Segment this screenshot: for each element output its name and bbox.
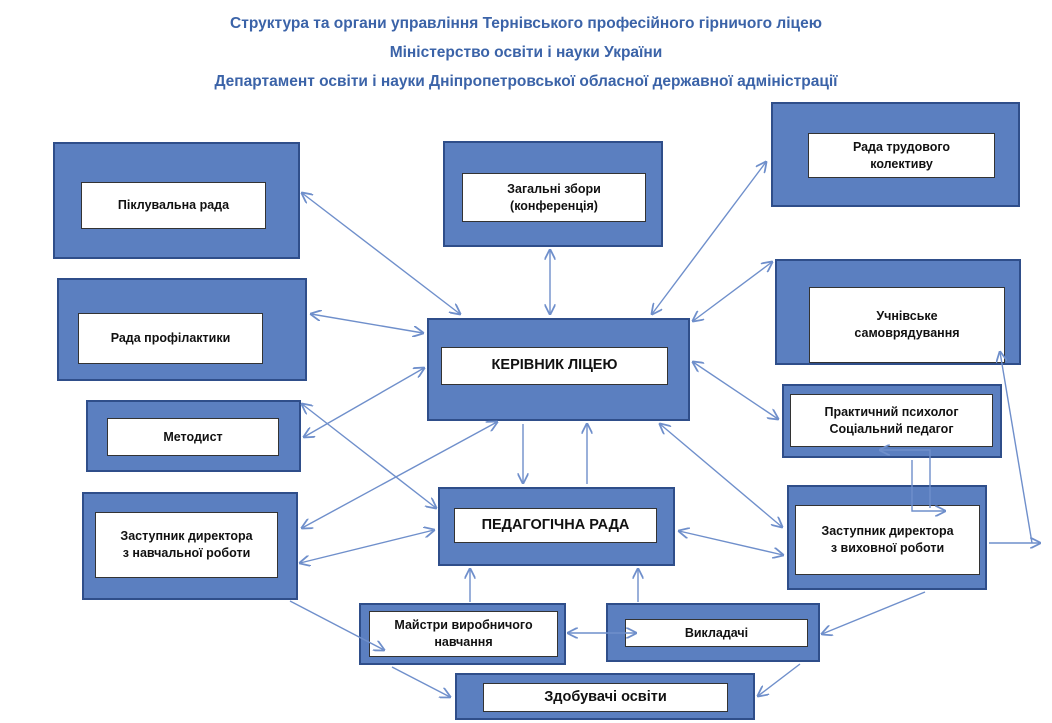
- arrow-masters-students: [391, 666, 450, 697]
- masters-box: Майстри виробничого навчання: [359, 603, 566, 665]
- arrow-director-psychologist: [693, 362, 778, 419]
- deputy-upbringing-box: Заступник директора з виховної роботи: [787, 485, 987, 590]
- arrow-deputy-edu-masters: [289, 600, 384, 650]
- arrow-director-prevention: [311, 314, 423, 333]
- teachers-box: Викладачі: [606, 603, 820, 662]
- arrow-director-labor: [652, 162, 766, 314]
- title-line-3: Департамент освіти і науки Дніпропетровс…: [214, 73, 838, 90]
- arrow-director-students-gov: [693, 262, 772, 321]
- deputy-education-box: Заступник директора з навчальної роботи: [82, 492, 298, 600]
- general-meeting-label: Загальні збори (конференція): [462, 173, 646, 222]
- masters-label: Майстри виробничого навчання: [369, 611, 558, 657]
- arrow-council-deputy-upbr: [679, 531, 783, 555]
- students-box: Здобувачі освіти: [455, 673, 755, 720]
- teachers-label: Викладачі: [625, 619, 808, 647]
- psychologist-label: Практичний психолог Соціальний педагог: [790, 394, 993, 447]
- arrow-director-trustees: [302, 193, 460, 314]
- students-label: Здобувачі освіти: [483, 683, 728, 712]
- deputy-education-label: Заступник директора з навчальної роботи: [95, 512, 278, 578]
- arrow-teachers-students: [758, 663, 801, 696]
- director-label: КЕРІВНИК ЛІЦЕЮ: [441, 347, 668, 385]
- title-line-1: Структура та органи управління Тернівськ…: [230, 15, 822, 32]
- methodist-label: Методист: [107, 418, 279, 456]
- director-box: КЕРІВНИК ЛІЦЕЮ: [427, 318, 690, 421]
- labor-council-label: Рада трудового колективу: [808, 133, 995, 178]
- psychologist-box: Практичний психолог Соціальний педагог: [782, 384, 1002, 458]
- prevention-council-label: Рада профілактики: [78, 313, 263, 364]
- student-government-box: Учнівське самоврядування: [775, 259, 1021, 365]
- general-meeting-box: Загальні збори (конференція): [443, 141, 663, 247]
- arrow-methodist-council: [302, 404, 436, 508]
- prevention-council-box: Рада профілактики: [57, 278, 307, 381]
- arrow-director-deputy-upbr: [660, 424, 782, 527]
- arrow-deputy-upbr-psych: [880, 450, 931, 508]
- labor-council-box: Рада трудового колективу: [771, 102, 1020, 207]
- board-of-trustees-label: Піклувальна рада: [81, 182, 266, 229]
- arrow-deputy-upbr-teachers: [822, 591, 926, 634]
- arrow-director-methodist: [304, 368, 424, 437]
- deputy-upbringing-label: Заступник директора з виховної роботи: [795, 505, 980, 575]
- arrow-director-deputy-edu: [302, 422, 497, 528]
- arrow-psych-deputy-upbr: [911, 460, 945, 511]
- methodist-box: Методист: [86, 400, 301, 472]
- title-line-2: Міністерство освіти і науки України: [389, 44, 663, 61]
- board-of-trustees-box: Піклувальна рада: [53, 142, 300, 259]
- arrow-deputy-edu-council: [300, 530, 434, 563]
- student-government-label: Учнівське самоврядування: [809, 287, 1005, 363]
- arrow-students-gov-side: [1000, 352, 1033, 544]
